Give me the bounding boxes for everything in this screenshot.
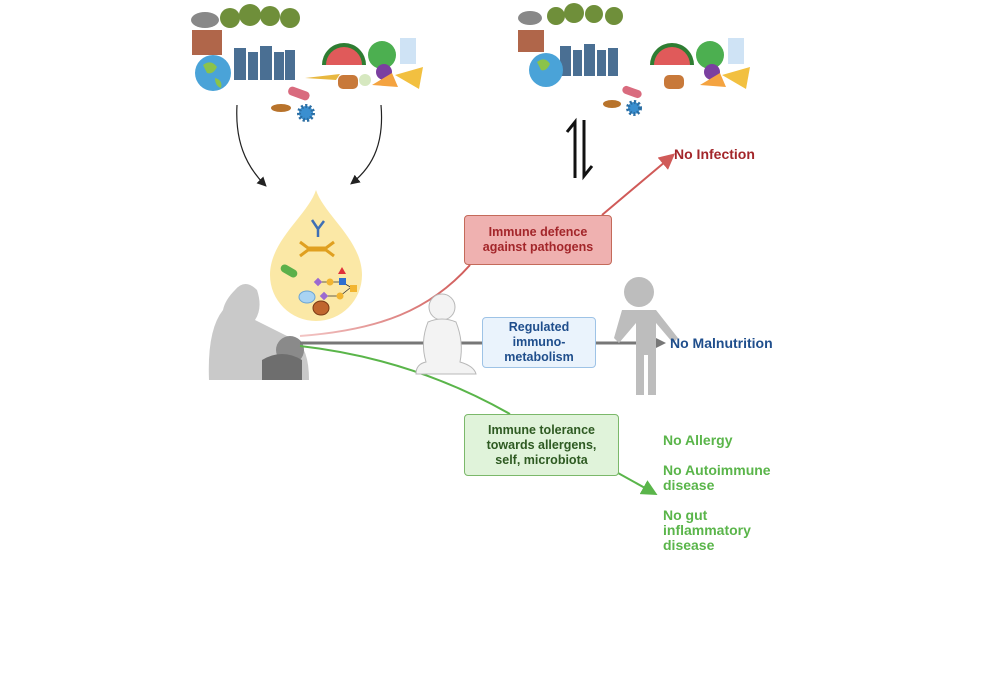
outcome-no-malnutrition: No Malnutrition [670, 335, 773, 351]
oligosaccharide-icon [313, 267, 357, 301]
cell-icon [298, 290, 316, 304]
cell-icon [312, 300, 330, 316]
arrow-diet-to-milk [350, 104, 383, 185]
arrow-environment-to-milk [236, 104, 267, 187]
earth-icon [529, 53, 563, 87]
outcome-no-infection: No Infection [674, 146, 755, 162]
environment-illustration-right [518, 3, 623, 87]
environment-illustration-left [191, 4, 300, 91]
bacteria-icon [280, 264, 298, 278]
outcome-no-allergy: No Allergy [663, 432, 733, 448]
food-illustration-left [305, 38, 423, 89]
microbes-illustration-left [271, 86, 315, 122]
breast-milk-drop [270, 190, 362, 321]
immune-defence-box: Immune defence against pathogens [464, 215, 612, 265]
equilibrium-arrows-icon [565, 117, 594, 181]
arrow-to-tolerance-outcomes [617, 472, 658, 495]
mother-breastfeeding-illustration [208, 284, 309, 380]
immune-tolerance-box: Immune tolerance towards allergens, self… [464, 414, 619, 476]
food-illustration-right [650, 38, 750, 89]
outcome-no-autoimmune-disease: No Autoimmune disease [663, 462, 771, 493]
earth-icon [195, 55, 231, 91]
tolerance-pathway-line [299, 345, 511, 415]
baby-illustration [415, 293, 477, 375]
siga-icon [299, 240, 335, 258]
arrow-to-no-infection [601, 153, 676, 216]
outcome-no-gut-inflammatory-disease: No gut inflammatory disease [663, 507, 751, 553]
immunometabolism-box: Regulated immuno- metabolism [482, 317, 596, 368]
child-figure-illustration [614, 277, 678, 395]
antibody-icon [310, 219, 325, 237]
defence-pathway-line [299, 264, 471, 337]
microbes-illustration-right [603, 85, 642, 116]
